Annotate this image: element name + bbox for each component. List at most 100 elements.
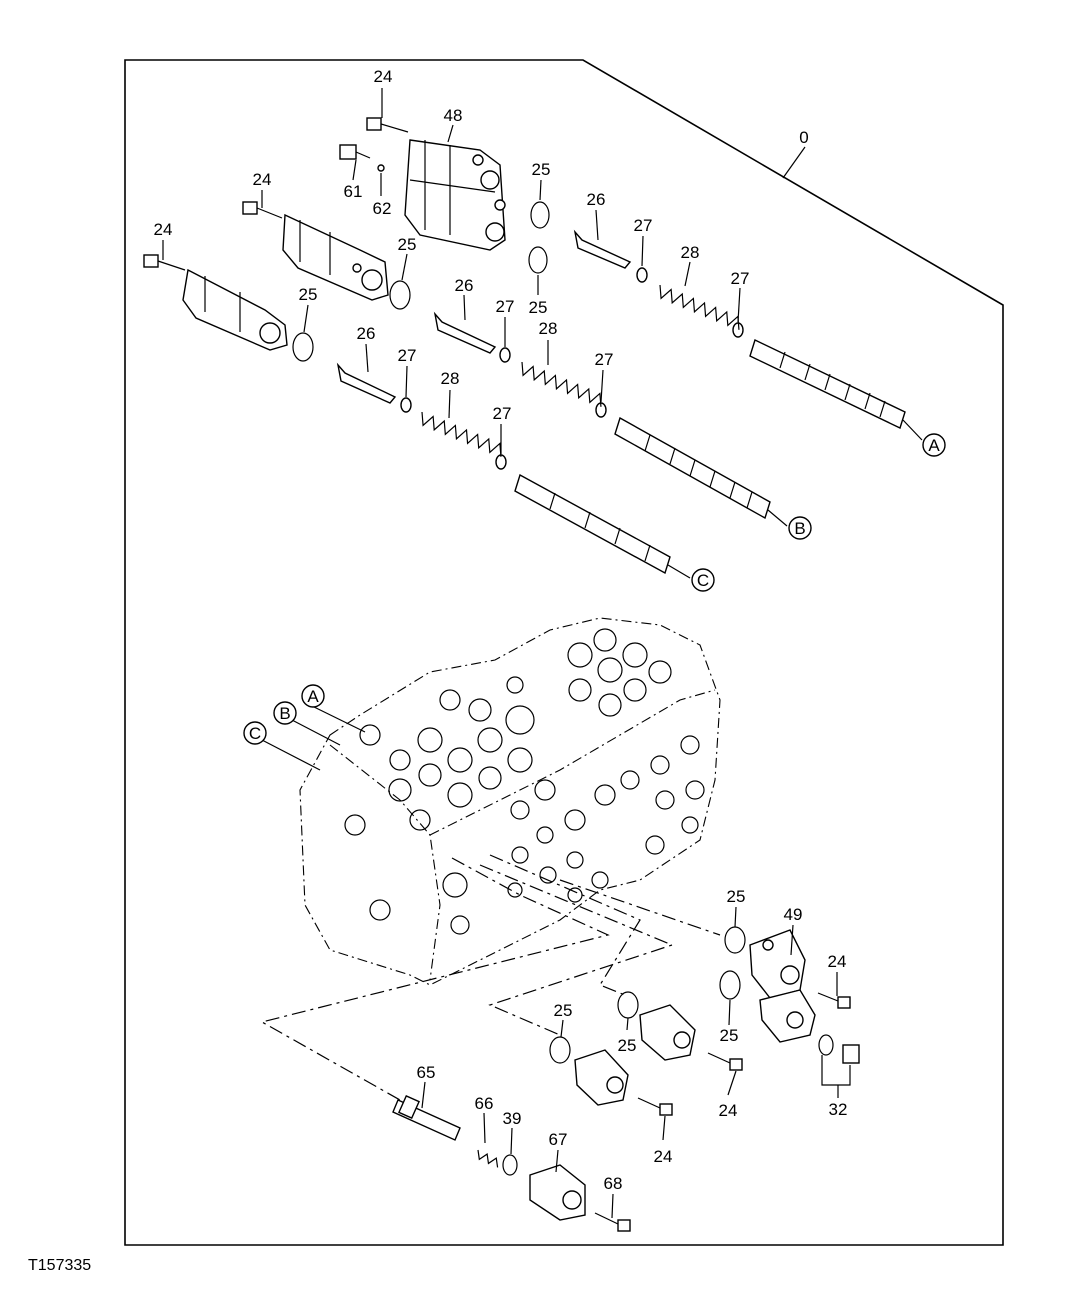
oring-25-g xyxy=(617,991,639,1019)
oring-25-b xyxy=(528,246,548,274)
bolt-24-d xyxy=(817,992,851,1009)
connector-b-body xyxy=(273,701,297,725)
callout-68: 68 xyxy=(604,1174,623,1193)
valve-body xyxy=(299,617,721,986)
connector-a-body-label: A xyxy=(307,687,319,706)
washer-27-f xyxy=(495,454,507,470)
connector-b-body-label: B xyxy=(279,704,290,723)
plug-61 xyxy=(339,144,371,160)
callout-61: 61 xyxy=(344,182,363,201)
spool-c xyxy=(514,473,691,579)
bolt-24-e xyxy=(707,1052,743,1071)
connector-c-spool xyxy=(691,568,715,592)
callout-25-g: 25 xyxy=(618,1036,637,1055)
oring-25-f xyxy=(719,970,741,1000)
callout-39: 39 xyxy=(503,1109,522,1128)
diagram-frame xyxy=(124,59,1004,1246)
connector-a-spool xyxy=(922,433,946,457)
oring-25-h xyxy=(549,1036,571,1064)
callout-27-c: 27 xyxy=(496,297,515,316)
block-49 xyxy=(749,929,816,1043)
callout-49: 49 xyxy=(784,905,803,924)
callout-26-c: 26 xyxy=(357,324,376,343)
oring-32 xyxy=(818,1034,834,1056)
ball-62 xyxy=(377,164,385,172)
callout-25-d: 25 xyxy=(529,298,548,317)
callout-27-a: 27 xyxy=(634,216,653,235)
callout-24-d: 24 xyxy=(828,952,847,971)
callout-25-c: 25 xyxy=(299,285,318,304)
connector-c-spool-label: C xyxy=(697,571,709,590)
callout-27-f: 27 xyxy=(493,404,512,423)
oring-25-e xyxy=(724,926,746,954)
connector-b-spool xyxy=(788,516,812,540)
callout-26-b: 26 xyxy=(455,276,474,295)
spool-a xyxy=(749,339,923,441)
pin-26-a xyxy=(573,229,632,269)
assembly-line-1 xyxy=(260,857,610,1101)
assembly-line-4 xyxy=(559,879,721,936)
block-low xyxy=(574,1049,629,1106)
callout-24-c: 24 xyxy=(154,220,173,239)
callout-26-a: 26 xyxy=(587,190,606,209)
cap-67 xyxy=(529,1164,586,1221)
callout-25-f: 25 xyxy=(554,1001,573,1020)
washer-27-c xyxy=(400,397,412,413)
callout-24-f: 24 xyxy=(654,1147,673,1166)
connector-c-body-label: C xyxy=(249,724,261,743)
block-mid xyxy=(639,1004,696,1061)
callout-24-e: 24 xyxy=(719,1101,738,1120)
spring-66 xyxy=(477,1149,499,1168)
callout-62: 62 xyxy=(373,199,392,218)
bolt-24-f xyxy=(637,1097,673,1116)
oring-39 xyxy=(502,1154,518,1176)
leader-lines xyxy=(162,88,851,1219)
callout-66: 66 xyxy=(475,1094,494,1113)
connector-a-spool-label: A xyxy=(928,436,940,455)
oring-25-c xyxy=(389,280,411,310)
callout-24-b: 24 xyxy=(253,170,272,189)
callout-25-a: 25 xyxy=(532,160,551,179)
callout-28-a: 28 xyxy=(681,243,700,262)
callout-32: 32 xyxy=(829,1100,848,1119)
pin-26-c xyxy=(336,362,397,404)
washer-27-b xyxy=(499,347,511,363)
callouts: 0 24 48 24 61 62 25 24 25 26 27 28 27 25… xyxy=(154,67,848,1193)
valve-65 xyxy=(392,1095,461,1141)
bolt-24-b xyxy=(242,201,283,219)
bolt-68 xyxy=(594,1212,631,1232)
assembly-line-3 xyxy=(489,854,641,996)
callout-28-b: 28 xyxy=(539,319,558,338)
oring-25-a xyxy=(530,201,550,229)
figure-id: T157335 xyxy=(28,1257,91,1274)
callout-48: 48 xyxy=(444,106,463,125)
callout-25-h: 25 xyxy=(720,1026,739,1045)
plug-32 xyxy=(842,1044,860,1064)
callout-27-d: 27 xyxy=(398,346,417,365)
housing-mid xyxy=(282,213,389,301)
connector-b-spool-label: B xyxy=(794,519,805,538)
connector-c-body xyxy=(243,721,267,745)
callout-0: 0 xyxy=(799,128,808,147)
assembly-line-2 xyxy=(479,864,674,1036)
spring-28-b xyxy=(521,361,602,407)
pin-26-b xyxy=(433,311,497,354)
connector-a-body xyxy=(301,684,325,708)
callout-25-b: 25 xyxy=(398,235,417,254)
spring-28-c xyxy=(421,411,502,457)
bolt-24-a xyxy=(366,117,409,133)
callout-27-e: 27 xyxy=(595,350,614,369)
spool-b xyxy=(614,416,788,527)
callout-25-e: 25 xyxy=(727,887,746,906)
housing-left xyxy=(182,268,288,351)
bolt-24-c xyxy=(143,254,186,271)
washer-27-a xyxy=(636,267,648,283)
spring-28-a xyxy=(659,284,740,330)
callout-67: 67 xyxy=(549,1130,568,1149)
callout-24-a: 24 xyxy=(374,67,393,86)
housing-48 xyxy=(404,139,506,251)
callout-28-c: 28 xyxy=(441,369,460,388)
oring-25-d xyxy=(292,332,314,362)
callout-27-b: 27 xyxy=(731,269,750,288)
